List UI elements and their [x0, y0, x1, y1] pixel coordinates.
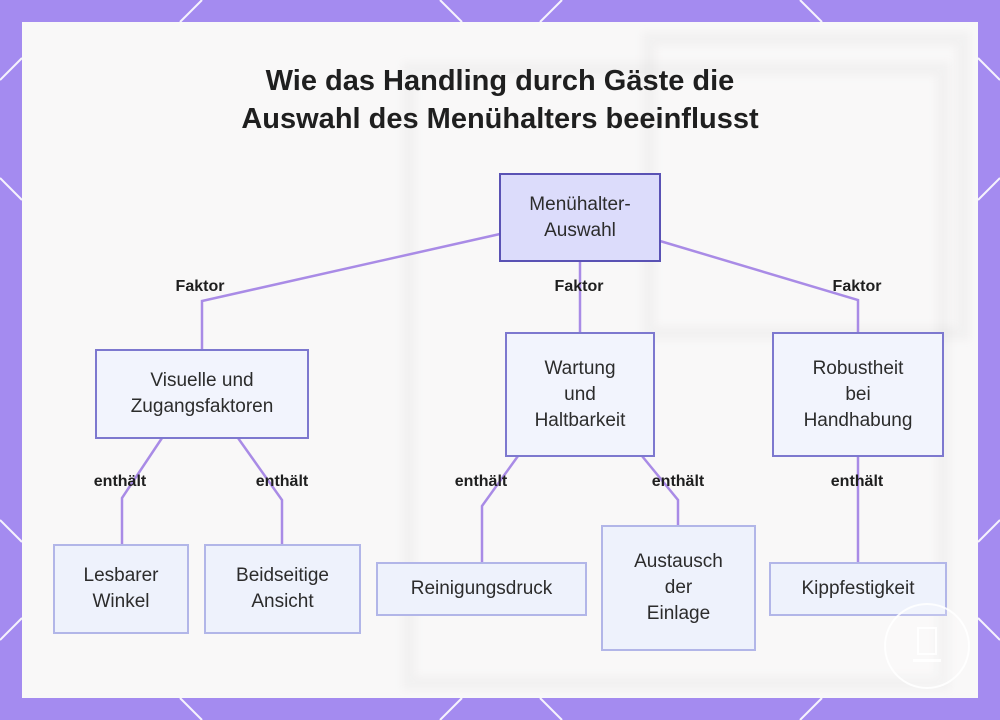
- edge-label-contains-angle: enthält: [93, 473, 147, 490]
- watermark-holder-icon: [917, 627, 937, 655]
- node-insert-line-3: Einlage: [646, 603, 711, 624]
- node-visual-line-1: Visuelle und: [150, 370, 254, 391]
- node-visual-line-2: Zugangsfaktoren: [130, 396, 274, 417]
- node-cleaning-pressure: Reinigungsdruck: [376, 562, 587, 616]
- edge-visual-angle: [120, 437, 164, 545]
- node-robustness-line-3: Handhabung: [803, 409, 913, 431]
- edge-maintenance-insert: [641, 455, 680, 526]
- node-visual-access-factors: Visuelle und Zugangsfaktoren: [95, 349, 309, 439]
- edge-label-contains-cleaning: enthält: [454, 473, 508, 490]
- node-angle-line-1: Lesbarer: [83, 565, 159, 586]
- node-maintenance-line-3: Haltbarkeit: [534, 409, 626, 431]
- node-readable-angle: Lesbarer Winkel: [53, 544, 189, 634]
- node-robustness-line-1: Robustheit: [812, 357, 904, 379]
- edge-label-factor-maintenance: Faktor: [554, 278, 604, 295]
- node-robustness-handling: Robustheit bei Handhabung: [772, 332, 944, 457]
- watermark-logo: [884, 603, 970, 689]
- node-insert-line-2: der: [664, 577, 693, 598]
- node-menu-holder-selection: Menühalter- Auswahl: [499, 173, 661, 262]
- node-double-sided-view: Beidseitige Ansicht: [204, 544, 361, 634]
- edge-maintenance-cleaning: [480, 455, 520, 563]
- node-tipping-line-1: Kippfestigkeit: [801, 578, 915, 599]
- node-angle-line-2: Winkel: [92, 591, 150, 612]
- edge-root-robustness: [659, 239, 860, 333]
- node-double-line-1: Beidseitige: [236, 565, 329, 586]
- edge-root-visual: [200, 232, 501, 350]
- title-line-2: Auswahl des Menühalters beeinflusst: [241, 103, 759, 135]
- watermark-base-line: [913, 659, 941, 662]
- title-line-1: Wie das Handling durch Gäste die: [265, 65, 735, 97]
- edge-label-factor-visual: Faktor: [175, 278, 225, 295]
- node-double-line-2: Ansicht: [251, 591, 314, 612]
- node-insert-line-1: Austausch: [634, 551, 723, 572]
- node-maintenance-durability: Wartung und Haltbarkeit: [505, 332, 655, 457]
- node-root-line-1: Menühalter-: [529, 193, 631, 215]
- node-insert-replacement: Austausch der Einlage: [601, 525, 756, 651]
- diagram-title: Wie das Handling durch Gäste die Auswahl…: [0, 62, 1000, 138]
- node-maintenance-line-1: Wartung: [544, 357, 616, 379]
- node-robustness-line-2: bei: [845, 383, 871, 405]
- background-photo-frame: [402, 62, 950, 690]
- node-cleaning-line-1: Reinigungsdruck: [410, 578, 553, 599]
- edge-label-contains-double: enthält: [255, 473, 309, 490]
- edge-visual-double: [236, 437, 284, 545]
- edge-label-contains-insert: enthält: [651, 473, 705, 490]
- node-maintenance-line-2: und: [564, 383, 596, 405]
- edge-label-factor-robustness: Faktor: [832, 278, 882, 295]
- edge-label-contains-tipping: enthält: [830, 473, 884, 490]
- node-root-line-2: Auswahl: [544, 219, 616, 241]
